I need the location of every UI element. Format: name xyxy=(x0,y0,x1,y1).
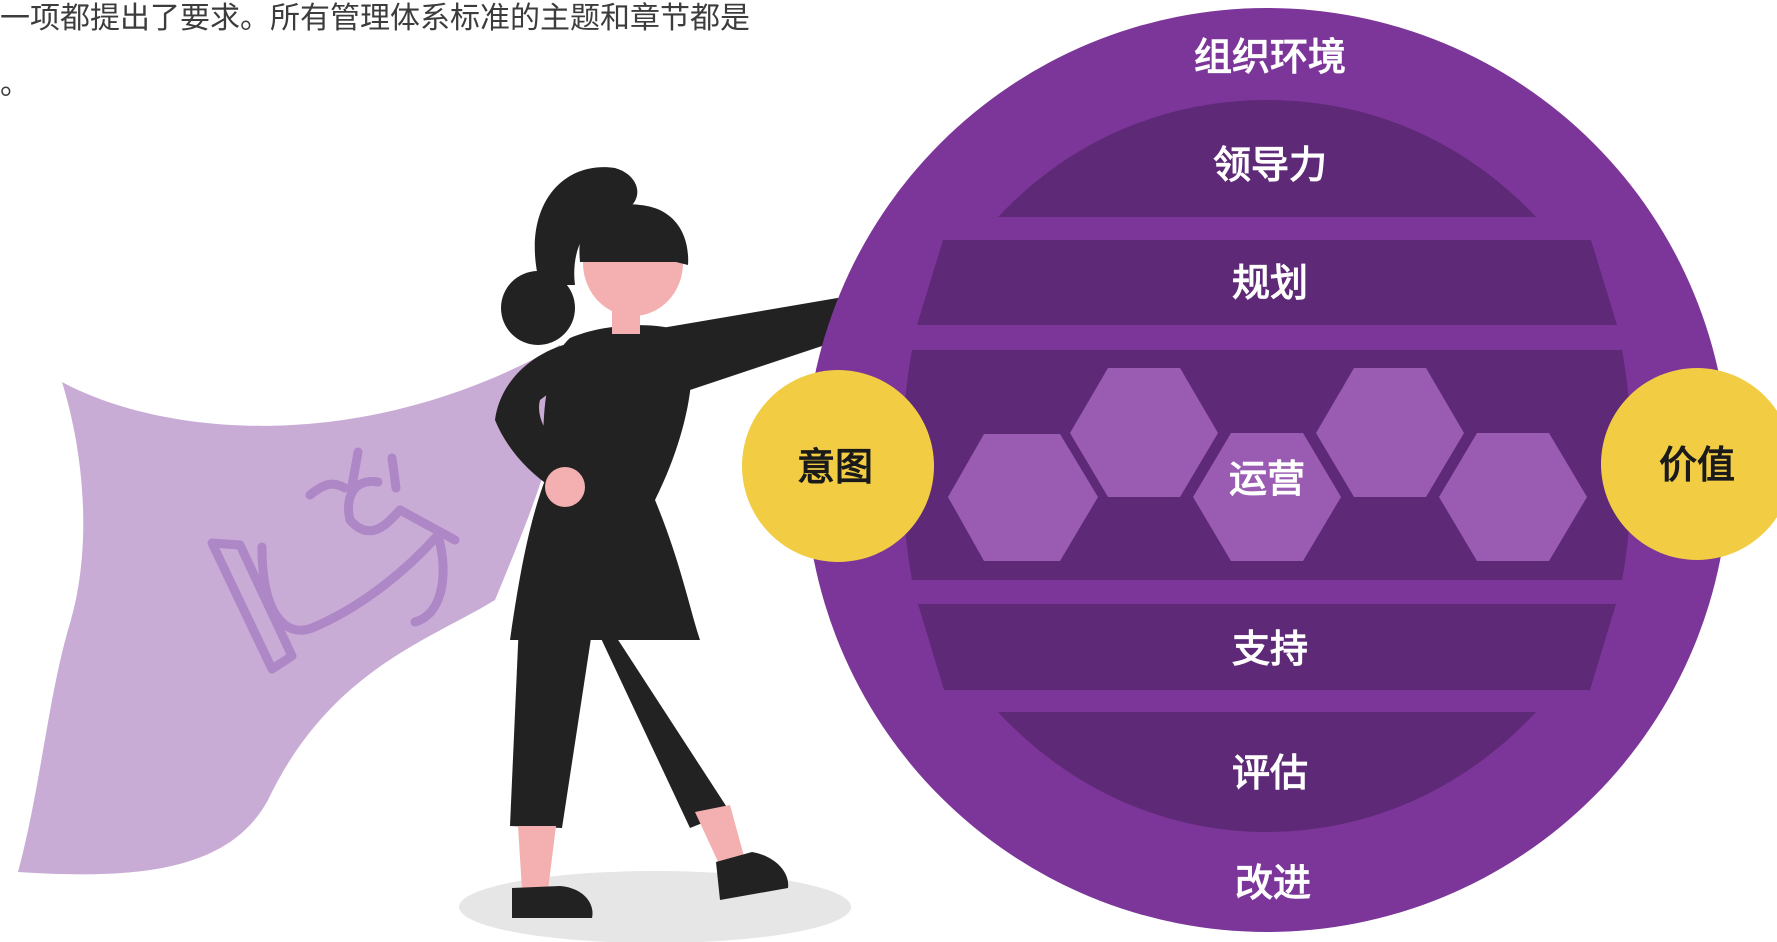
cape xyxy=(18,345,563,875)
hexagon-1-left xyxy=(948,434,1098,561)
hexagon-5 xyxy=(1439,433,1587,561)
band-leadership xyxy=(998,100,1536,217)
extended-arm xyxy=(650,295,870,390)
intro-text: 一项都提出了要求。所有管理体系标准的主题和章节都是 。 xyxy=(0,0,750,118)
input-circle: 意图 xyxy=(742,370,934,562)
hexagon-2 xyxy=(1070,368,1218,497)
operation-hexagons xyxy=(948,368,1587,561)
label-context: 组织环境 xyxy=(1194,35,1346,79)
intro-text-line-1: 一项都提出了要求。所有管理体系标准的主题和章节都是 xyxy=(0,1,750,36)
label-planning: 规划 xyxy=(1232,261,1308,305)
fringe xyxy=(590,228,686,262)
hair-bun xyxy=(501,271,575,345)
torso xyxy=(510,325,700,640)
band-support xyxy=(918,604,1616,690)
hip-hand xyxy=(545,467,585,507)
superhero-illustration xyxy=(18,167,918,942)
hexagon-4 xyxy=(1316,368,1464,497)
label-support: 支持 xyxy=(1232,627,1308,671)
output-circle: 价值 xyxy=(1601,368,1777,560)
unicorn-emblem-icon xyxy=(207,447,460,674)
intro-text-line-2: 。 xyxy=(0,67,30,102)
front-leg xyxy=(510,600,595,828)
label-operation: 运营 xyxy=(1229,457,1305,501)
front-leg-skin xyxy=(518,826,556,890)
back-shoe xyxy=(716,852,789,900)
label-improvement: 改进 xyxy=(1235,861,1311,905)
hexagon-3 xyxy=(1193,433,1341,561)
band-planning xyxy=(917,240,1617,325)
front-shoe xyxy=(512,886,593,918)
arm-on-hip xyxy=(495,342,592,490)
back-leg xyxy=(590,612,730,828)
system-circle: 组织环境 领导力 规划 运营 支持 评估 改进 xyxy=(805,8,1729,932)
band-evaluation xyxy=(998,712,1536,832)
label-value: 价值 xyxy=(1659,443,1735,487)
label-leadership: 领导力 xyxy=(1213,143,1327,187)
label-intent: 意图 xyxy=(797,445,873,489)
label-evaluation: 评估 xyxy=(1232,751,1308,795)
back-leg-skin xyxy=(695,805,745,866)
